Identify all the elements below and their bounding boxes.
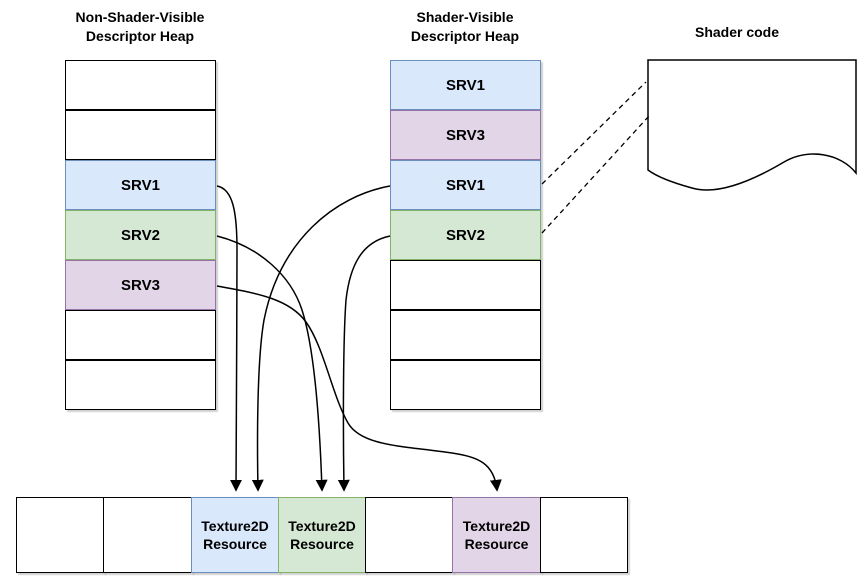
shader-code-title-text: Shader code bbox=[694, 24, 780, 40]
resource-cell-empty-2 bbox=[103, 497, 192, 573]
cell-label: SRV2 bbox=[446, 226, 485, 244]
left-heap-title-line1: Non-Shader-Visible bbox=[75, 9, 205, 25]
left-heap-cell-srv2: SRV2 bbox=[65, 210, 216, 260]
left-heap-title: Non-Shader-Visible Descriptor Heap bbox=[40, 8, 240, 46]
shader-code-line2: Texture2D TexB: register(t1) bbox=[656, 108, 843, 125]
shader-heap-cell-empty-3 bbox=[390, 360, 541, 410]
left-heap-cell-srv1: SRV1 bbox=[65, 160, 216, 210]
cell-label: SRV3 bbox=[121, 276, 160, 294]
left-heap-cell-srv3: SRV3 bbox=[65, 260, 216, 310]
dashed-link-srv1-to-shader-code bbox=[541, 81, 647, 185]
resource-cell-empty-1 bbox=[16, 497, 104, 573]
cell-label: SRV3 bbox=[446, 126, 485, 144]
connector-shader-srv1-to-blue-resource bbox=[251, 185, 391, 492]
shader-code-title: Shader code bbox=[657, 23, 817, 42]
resource-label-line1: Texture2D bbox=[462, 518, 531, 534]
connector-left-srv1-to-blue-resource bbox=[216, 185, 243, 492]
shader-heap-cell-srv3: SRV3 bbox=[390, 110, 541, 160]
resource-cell-green: Texture2D Resource bbox=[278, 497, 366, 573]
connector-shader-srv2-to-green-resource bbox=[337, 235, 391, 492]
connector-left-srv2-to-green-resource bbox=[216, 235, 328, 492]
shader-code-line1: Texture2D TexA: register(t0) bbox=[656, 76, 843, 93]
shader-heap-title-line2: Descriptor Heap bbox=[410, 28, 520, 44]
resource-label-line2: Resource bbox=[464, 536, 529, 552]
shader-heap-cell-empty-1 bbox=[390, 260, 541, 310]
left-heap-cell-empty-4 bbox=[65, 360, 216, 410]
resource-cell-empty-4 bbox=[540, 497, 628, 573]
cell-label: SRV2 bbox=[121, 226, 160, 244]
cell-label: SRV1 bbox=[446, 176, 485, 194]
cell-label: SRV1 bbox=[121, 176, 160, 194]
resource-cell-blue: Texture2D Resource bbox=[191, 497, 279, 573]
resource-cell-empty-3 bbox=[365, 497, 453, 573]
resource-label-line1: Texture2D bbox=[201, 518, 269, 534]
shader-heap-title: Shader-Visible Descriptor Heap bbox=[365, 8, 565, 46]
resource-label-line2: Resource bbox=[290, 536, 354, 552]
resource-label-line1: Texture2D bbox=[288, 518, 356, 534]
shader-heap-title-line1: Shader-Visible bbox=[416, 9, 514, 25]
left-heap-cell-empty-1 bbox=[65, 60, 216, 110]
shader-heap-cell-srv1-b: SRV1 bbox=[390, 160, 541, 210]
resource-cell-purple: Texture2D Resource bbox=[452, 497, 541, 573]
shader-heap-cell-srv2: SRV2 bbox=[390, 210, 541, 260]
shader-heap-cell-empty-2 bbox=[390, 310, 541, 360]
left-heap-cell-empty-2 bbox=[65, 110, 216, 160]
left-heap-cell-empty-3 bbox=[65, 310, 216, 360]
left-heap-title-line2: Descriptor Heap bbox=[85, 28, 195, 44]
shader-heap-cell-srv1-a: SRV1 bbox=[390, 60, 541, 110]
dashed-link-srv2-to-shader-code bbox=[541, 115, 650, 234]
resource-label-line2: Resource bbox=[203, 536, 267, 552]
cell-label: SRV1 bbox=[446, 76, 485, 94]
